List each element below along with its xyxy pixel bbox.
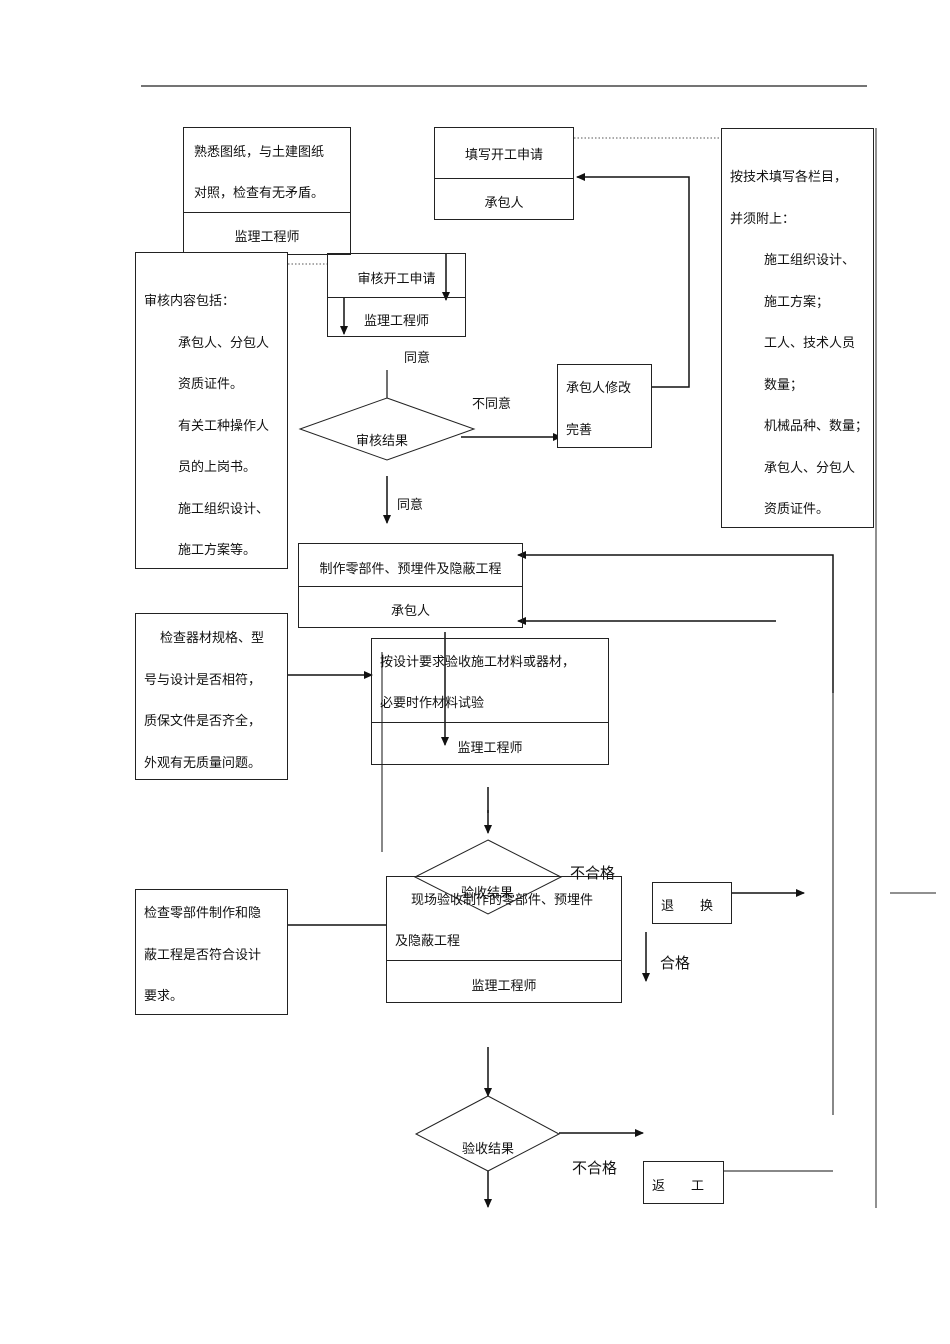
apply-start-box: 填写开工申请 承包人 [434, 127, 574, 220]
material-note-line: 质保文件是否齐全， [144, 714, 262, 729]
apply-requirements-note: 按技术填写各栏目， 并须附上： 施工组织设计、 施工方案； 工人、技术人员 数量… [721, 128, 874, 528]
note-line: 承包人、分包人 [764, 460, 856, 476]
review-line: 施工方案等。 [178, 543, 257, 558]
accept-result-1-diamond [413, 839, 563, 915]
review-line: 承包人、分包人 [178, 335, 270, 351]
material-note-line: 检查器材规格、型 [160, 631, 265, 646]
familiarize-role: 监理工程师 [234, 230, 300, 245]
review-content-note: 审核内容包括： 承包人、分包人 资质证件。 有关工种操作人 员的上岗书。 施工组… [135, 252, 288, 569]
divider [372, 722, 608, 723]
fabrication-title: 制作零部件、预埋件及隐蔽工程 [319, 562, 502, 577]
divider [184, 212, 350, 213]
familiarize-line-2: 对照，检查有无矛盾。 [194, 186, 325, 201]
divider [387, 960, 621, 961]
review-line: 有关工种操作人 [178, 418, 270, 434]
note-line: 资质证件。 [764, 502, 830, 517]
note-line: 机械品种、数量； [764, 419, 869, 434]
disagree-label: 不同意 [472, 397, 512, 412]
material-acceptance-line-1: 按设计要求验收施工材料或器材， [380, 655, 576, 670]
accept-result-2-diamond [414, 1095, 561, 1172]
familiarize-line-1: 熟悉图纸，与土建图纸 [194, 145, 325, 160]
review-application-role: 监理工程师 [363, 314, 429, 329]
review-application-title: 审核开工申请 [357, 272, 436, 287]
review-result-label: 审核结果 [355, 434, 408, 449]
return-replace-box: 退 换 [652, 882, 732, 924]
modify-line-1: 承包人修改 [566, 381, 632, 396]
review-line: 审核内容包括： [144, 294, 236, 309]
review-application-box: 审核开工申请 监理工程师 [327, 253, 466, 337]
accept-result-1-label: 验收结果 [460, 886, 513, 901]
unqualified-label-1: 不合格 [570, 864, 616, 882]
note-line: 工人、技术人员 [764, 336, 856, 351]
site-acceptance-box: 现场验收制作的零部件、预埋件 及隐蔽工程 监理工程师 [386, 876, 622, 1003]
unqualified-label-2: 不合格 [572, 1159, 618, 1177]
return-replace-label: 退 换 [661, 899, 714, 914]
accept-result-2-label: 验收结果 [461, 1142, 514, 1157]
note-line: 并须附上： [730, 211, 796, 227]
qualified-label: 合格 [660, 954, 691, 972]
material-acceptance-box: 按设计要求验收施工材料或器材， 必要时作材料试验 监理工程师 [371, 638, 609, 765]
arrow-return-loop-top [517, 551, 834, 693]
material-note-line: 号与设计是否相符， [144, 672, 262, 688]
material-note-line: 外观有无质量问题。 [144, 755, 262, 771]
parts-note-line: 蔽工程是否符合设计 [144, 947, 262, 963]
review-line: 施工组织设计、 [178, 501, 270, 517]
note-line: 按技术填写各栏目， [730, 170, 848, 185]
arrow-modify-back [576, 173, 690, 388]
note-line: 数量； [764, 377, 804, 393]
material-acceptance-line-2: 必要时作材料试验 [380, 696, 485, 711]
rework-label: 返 工 [652, 1179, 705, 1194]
divider [435, 178, 573, 179]
apply-start-role: 承包人 [484, 196, 524, 211]
parts-note-line: 要求。 [144, 989, 184, 1004]
fabrication-role: 承包人 [390, 604, 430, 619]
contractor-modify-box: 承包人修改 完善 [557, 364, 652, 448]
fabrication-box: 制作零部件、预埋件及隐蔽工程 承包人 [298, 543, 523, 628]
note-line: 施工方案； [764, 294, 830, 310]
site-acceptance-line-1: 现场验收制作的零部件、预埋件 [411, 893, 594, 908]
material-acceptance-role: 监理工程师 [457, 741, 523, 756]
site-acceptance-role: 监理工程师 [471, 979, 537, 994]
apply-start-title: 填写开工申请 [464, 148, 543, 163]
note-line: 施工组织设计、 [764, 253, 856, 268]
divider [328, 297, 465, 298]
review-line: 资质证件。 [178, 377, 244, 392]
review-line: 员的上岗书。 [178, 460, 257, 475]
agree-label-1: 同意 [404, 351, 431, 366]
review-result-diamond [298, 397, 476, 461]
divider [299, 586, 522, 587]
parts-note-line: 检查零部件制作和隐 [144, 906, 262, 921]
site-acceptance-line-2: 及隐蔽工程 [395, 934, 461, 949]
parts-check-note: 检查零部件制作和隐 蔽工程是否符合设计 要求。 [135, 889, 288, 1015]
familiarize-drawings-box: 熟悉图纸，与土建图纸 对照，检查有无矛盾。 监理工程师 [183, 127, 351, 255]
material-check-note: 检查器材规格、型 号与设计是否相符， 质保文件是否齐全， 外观有无质量问题。 [135, 613, 288, 780]
rework-box: 返 工 [643, 1161, 724, 1204]
agree-label-2: 同意 [397, 498, 424, 513]
modify-line-2: 完善 [566, 423, 593, 438]
